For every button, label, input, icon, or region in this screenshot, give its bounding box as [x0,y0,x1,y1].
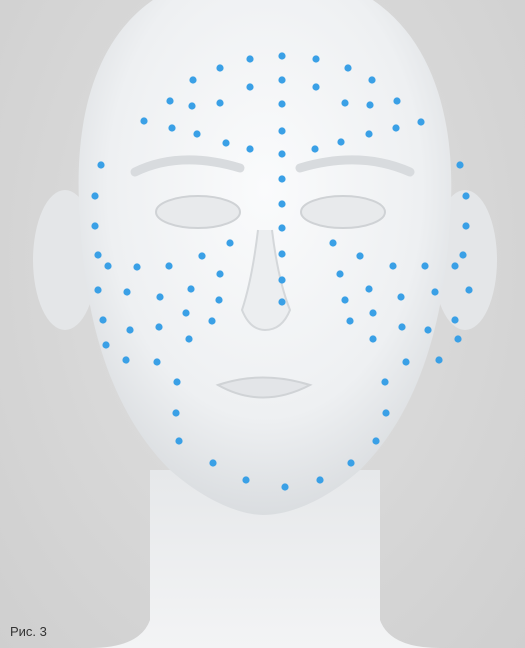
injection-point [99,316,106,323]
injection-point [102,341,109,348]
injection-point [209,459,216,466]
injection-point [123,288,130,295]
injection-point [278,76,285,83]
injection-point [94,251,101,258]
injection-point [198,252,205,259]
injection-point [337,138,344,145]
injection-point [312,83,319,90]
injection-point [185,335,192,342]
injection-point [172,409,179,416]
injection-point [193,130,200,137]
injection-point [421,262,428,269]
injection-point [341,99,348,106]
injection-point [281,483,288,490]
injection-point [166,97,173,104]
injection-point [278,224,285,231]
injection-point [216,270,223,277]
injection-point [246,83,253,90]
injection-point [278,200,285,207]
injection-point [278,100,285,107]
injection-point [155,323,162,330]
injection-point [215,296,222,303]
injection-point [344,64,351,71]
injection-point [278,52,285,59]
injection-point [316,476,323,483]
injection-point [465,286,472,293]
injection-point [242,476,249,483]
injection-point [369,309,376,316]
injection-point [94,286,101,293]
injection-point [156,293,163,300]
injection-point [451,316,458,323]
injection-point [424,326,431,333]
injection-point [451,262,458,269]
injection-point [168,124,175,131]
injection-point [91,192,98,199]
injection-point [153,358,160,365]
injection-point [126,326,133,333]
injection-point [381,378,388,385]
injection-point [366,101,373,108]
injection-point [208,317,215,324]
figure-caption: Рис. 3 [10,624,47,639]
injection-point [346,317,353,324]
injection-point [398,323,405,330]
injection-point [311,145,318,152]
injection-point [365,285,372,292]
injection-point [435,356,442,363]
injection-point [365,130,372,137]
right-eye [301,196,385,228]
injection-point [187,285,194,292]
injection-point [368,76,375,83]
injection-point [389,262,396,269]
injection-point [104,262,111,269]
injection-point [393,97,400,104]
injection-point [278,150,285,157]
injection-point [222,139,229,146]
injection-point [278,250,285,257]
injection-point [456,161,463,168]
injection-point [347,459,354,466]
injection-point [369,335,376,342]
injection-point [278,175,285,182]
injection-point [91,222,98,229]
injection-point [341,296,348,303]
injection-point [140,117,147,124]
injection-point [329,239,336,246]
injection-point [226,239,233,246]
injection-point [97,161,104,168]
injection-point [459,251,466,258]
injection-point [133,263,140,270]
injection-point [122,356,129,363]
injection-point [392,124,399,131]
injection-point [336,270,343,277]
left-eye [156,196,240,228]
injection-point [278,276,285,283]
injection-point [417,118,424,125]
injection-point [431,288,438,295]
injection-point [312,55,319,62]
injection-point [182,309,189,316]
injection-point [278,127,285,134]
injection-point [462,192,469,199]
injection-point [216,99,223,106]
injection-point [246,55,253,62]
injection-point [165,262,172,269]
injection-point [175,437,182,444]
injection-point [173,378,180,385]
injection-point [188,102,195,109]
injection-point [454,335,461,342]
injection-point [382,409,389,416]
injection-point [246,145,253,152]
injection-point [402,358,409,365]
injection-point [216,64,223,71]
injection-point [189,76,196,83]
injection-point [356,252,363,259]
injection-point [278,298,285,305]
injection-point [372,437,379,444]
injection-point [462,222,469,229]
injection-point [397,293,404,300]
